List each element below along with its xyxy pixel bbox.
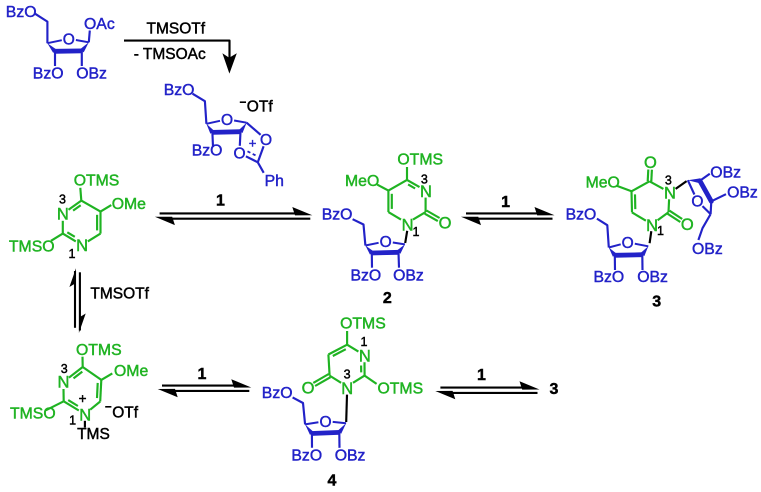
svg-text:OBz: OBz xyxy=(393,268,424,285)
svg-text:1: 1 xyxy=(501,194,510,211)
svg-text:OTf: OTf xyxy=(112,405,139,422)
svg-text:+: + xyxy=(249,136,257,151)
svg-text:TMSO: TMSO xyxy=(10,406,56,423)
svg-text:3: 3 xyxy=(59,193,66,207)
svg-text:TMS: TMS xyxy=(77,426,110,443)
svg-text:1: 1 xyxy=(657,224,664,238)
svg-text:1: 1 xyxy=(216,193,225,210)
svg-text:3: 3 xyxy=(61,362,68,376)
svg-text:3: 3 xyxy=(344,368,351,382)
svg-text:BzO: BzO xyxy=(192,143,223,160)
svg-text:1: 1 xyxy=(69,414,76,428)
svg-text:N: N xyxy=(420,183,432,201)
svg-text:O: O xyxy=(622,235,634,252)
svg-text:OMe: OMe xyxy=(114,363,148,380)
svg-text:O: O xyxy=(681,216,694,234)
svg-text:OAc: OAc xyxy=(84,16,115,33)
svg-text:+: + xyxy=(79,391,87,406)
svg-text:3: 3 xyxy=(665,174,672,188)
svg-text:N: N xyxy=(79,406,91,424)
svg-text:- TMSOAc: - TMSOAc xyxy=(134,46,206,63)
svg-text:4: 4 xyxy=(327,473,336,490)
svg-text:N: N xyxy=(57,205,69,223)
svg-text:3: 3 xyxy=(652,294,661,311)
svg-text:BzO: BzO xyxy=(6,4,37,21)
svg-text:Ph: Ph xyxy=(265,173,284,190)
svg-text:BzO: BzO xyxy=(566,206,597,223)
svg-text:OBz: OBz xyxy=(76,65,107,82)
svg-text:1: 1 xyxy=(198,366,207,383)
svg-text:MeO: MeO xyxy=(586,175,620,192)
svg-text:OBz: OBz xyxy=(335,448,366,465)
svg-text:O: O xyxy=(319,414,331,431)
svg-text:N: N xyxy=(341,380,353,398)
svg-text:N: N xyxy=(359,347,371,365)
svg-text:1: 1 xyxy=(477,367,486,384)
svg-text:OBz: OBz xyxy=(692,241,723,258)
svg-text:O: O xyxy=(63,31,75,48)
svg-text:OBz: OBz xyxy=(727,184,758,201)
svg-text:BzO: BzO xyxy=(33,65,64,82)
svg-text:OBz: OBz xyxy=(710,165,741,182)
svg-text:O: O xyxy=(439,215,452,233)
svg-text:BzO: BzO xyxy=(322,207,353,224)
svg-text:3: 3 xyxy=(550,381,559,398)
svg-text:OTMS: OTMS xyxy=(397,151,443,168)
svg-text:N: N xyxy=(664,184,676,202)
svg-text:TMSOTf: TMSOTf xyxy=(147,21,206,38)
svg-text:O: O xyxy=(260,132,272,149)
svg-text:O: O xyxy=(233,146,245,163)
svg-text:N: N xyxy=(402,216,414,234)
svg-text:BzO: BzO xyxy=(351,268,382,285)
svg-text:BzO: BzO xyxy=(594,269,625,286)
svg-text:1: 1 xyxy=(361,335,368,349)
svg-text:O: O xyxy=(380,234,392,251)
svg-text:OTMS: OTMS xyxy=(340,315,386,332)
svg-text:O: O xyxy=(644,154,657,172)
svg-text:O: O xyxy=(691,194,703,211)
svg-text:OMe: OMe xyxy=(112,196,146,213)
svg-text:TMSOTf: TMSOTf xyxy=(90,286,149,303)
svg-text:MeO: MeO xyxy=(345,173,379,190)
svg-text:BzO: BzO xyxy=(164,82,195,99)
svg-text:N: N xyxy=(76,237,88,255)
svg-text:OTMS: OTMS xyxy=(76,342,122,359)
svg-text:1: 1 xyxy=(413,225,420,239)
svg-text:3: 3 xyxy=(421,173,428,187)
svg-text:OTf: OTf xyxy=(247,98,274,115)
svg-text:BzO: BzO xyxy=(291,448,322,465)
svg-text:TMSO: TMSO xyxy=(9,238,55,255)
svg-text:O: O xyxy=(302,380,315,398)
svg-text:N: N xyxy=(646,217,658,235)
svg-text:OBz: OBz xyxy=(637,269,668,286)
svg-text:2: 2 xyxy=(383,290,392,307)
svg-text:1: 1 xyxy=(69,247,76,261)
svg-text:N: N xyxy=(57,374,69,392)
svg-text:OTMS: OTMS xyxy=(378,381,424,398)
svg-text:O: O xyxy=(221,112,233,129)
svg-text:BzO: BzO xyxy=(262,385,293,402)
svg-text:OTMS: OTMS xyxy=(74,173,120,190)
